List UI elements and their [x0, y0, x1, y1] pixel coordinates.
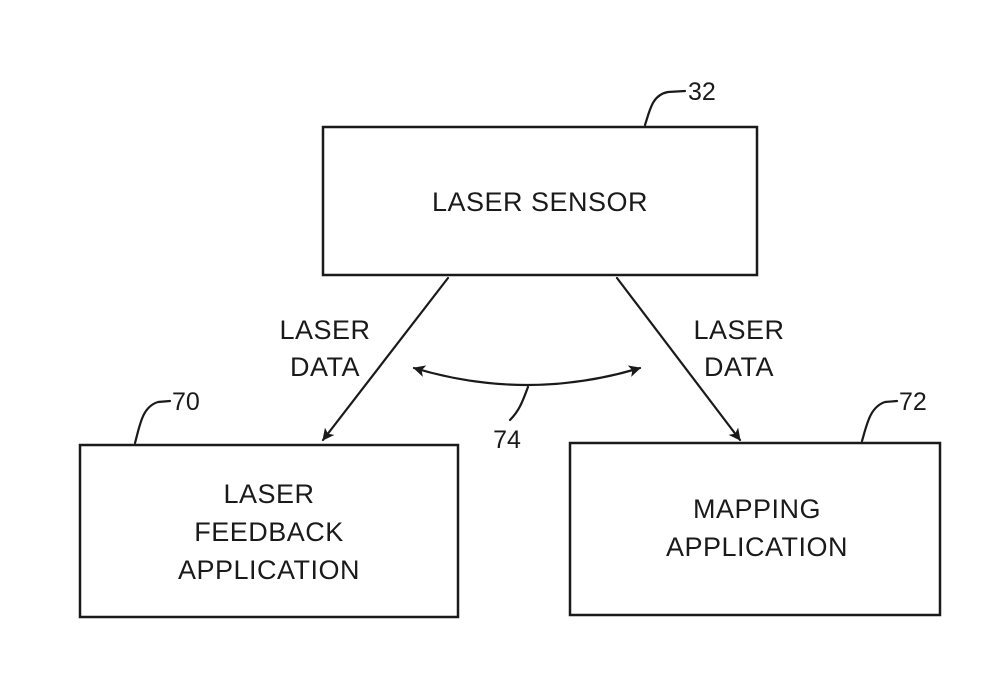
right-data-label-line-1: LASER [693, 315, 784, 345]
laser-sensor-label: LASER SENSOR [432, 187, 648, 217]
laser-feedback-label-line-3: APPLICATION [178, 555, 360, 585]
ref-70-label: 70 [172, 388, 200, 416]
laser-feedback-box [78, 443, 460, 619]
mapping-app-box [568, 441, 942, 617]
ref-70-leader [133, 399, 172, 445]
ref-72-leader [860, 399, 899, 443]
mapping-app-node: MAPPING APPLICATION [568, 441, 942, 617]
ref-74-label: 74 [493, 426, 521, 454]
laser-feedback-label-line-1: LASER [223, 479, 314, 509]
mapping-app-label-line-2: APPLICATION [666, 532, 848, 562]
laser-sensor-node: LASER SENSOR [321, 125, 759, 277]
laser-feedback-node: LASER FEEDBACK APPLICATION [78, 443, 460, 619]
ref-32-leader [643, 89, 687, 127]
mapping-app-label-line-1: MAPPING [693, 494, 821, 524]
ref-74-leader [508, 385, 530, 422]
left-data-label-line-2: DATA [290, 352, 360, 382]
ref-32-label: 32 [688, 78, 716, 106]
laser-sensor-box [321, 125, 759, 277]
ref-32-callout: 32 [643, 78, 716, 127]
right-data-label-line-2: DATA [704, 352, 774, 382]
left-data-arrow [321, 276, 450, 442]
ref-72-label: 72 [899, 388, 927, 416]
left-data-label-line-1: LASER [279, 315, 370, 345]
ref-70-callout: 70 [133, 388, 200, 445]
ref-72-callout: 72 [860, 388, 927, 443]
ref-74-callout: 74 [493, 385, 530, 454]
double-headed-arc-arrow [412, 365, 642, 387]
right-data-arrow [615, 276, 742, 442]
laser-feedback-label-line-2: FEEDBACK [194, 517, 344, 547]
